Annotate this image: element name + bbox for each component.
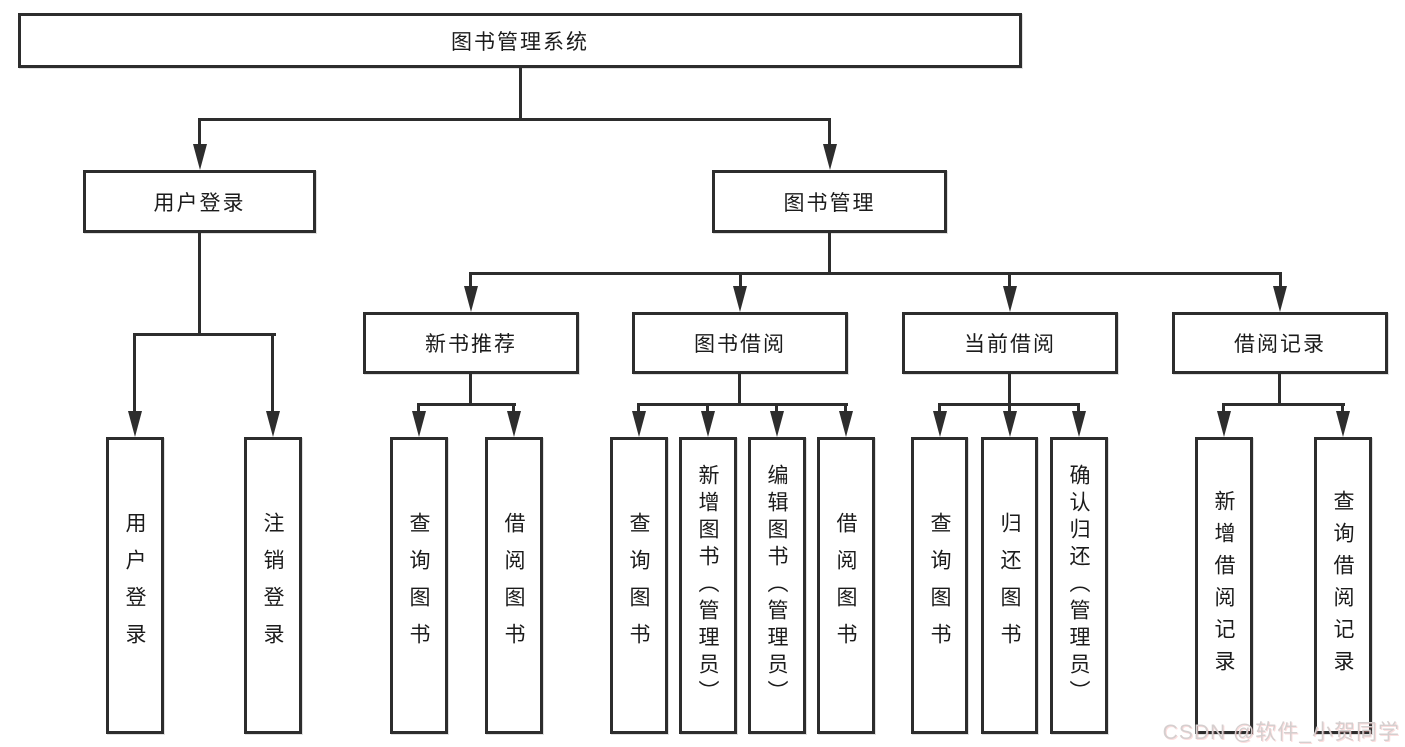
arrow-down-icon bbox=[128, 411, 142, 437]
connector-line bbox=[1341, 403, 1344, 414]
arrow-down-icon bbox=[823, 144, 837, 170]
connector-line bbox=[828, 233, 831, 272]
connector-line bbox=[775, 403, 778, 414]
arrow-down-icon bbox=[1003, 411, 1017, 437]
node-borrow-records: 借阅记录 bbox=[1172, 312, 1388, 374]
connector-line bbox=[637, 403, 640, 414]
connector-line bbox=[1008, 374, 1011, 403]
leaf-add-book-admin: 新增图书（管理员） bbox=[679, 437, 737, 734]
leaf-edit-book-admin: 编辑图书（管理员） bbox=[748, 437, 806, 734]
connector-line bbox=[938, 403, 941, 414]
connector-line bbox=[469, 272, 472, 288]
connector-line bbox=[198, 118, 201, 148]
connector-line bbox=[1222, 403, 1345, 406]
arrow-down-icon bbox=[733, 286, 747, 312]
connector-line bbox=[133, 333, 276, 336]
connector-line bbox=[1279, 272, 1282, 288]
leaf-return-book: 归还图书 bbox=[981, 437, 1038, 734]
node-current-borrow: 当前借阅 bbox=[902, 312, 1118, 374]
leaf-borrow-books-1: 借阅图书 bbox=[485, 437, 543, 734]
connector-line bbox=[706, 403, 709, 414]
node-new-book-recommend: 新书推荐 bbox=[363, 312, 579, 374]
node-user-login: 用户登录 bbox=[83, 170, 316, 233]
leaf-user-login: 用户登录 bbox=[106, 437, 164, 734]
arrow-down-icon bbox=[507, 411, 521, 437]
connector-line bbox=[844, 403, 847, 414]
connector-line bbox=[417, 403, 516, 406]
connector-line bbox=[1077, 403, 1080, 414]
arrow-down-icon bbox=[839, 411, 853, 437]
connector-line bbox=[1008, 403, 1011, 414]
connector-line bbox=[1222, 403, 1225, 414]
arrow-down-icon bbox=[193, 144, 207, 170]
node-book-management: 图书管理 bbox=[712, 170, 947, 233]
connector-line bbox=[519, 68, 522, 118]
connector-line bbox=[739, 272, 742, 288]
arrow-down-icon bbox=[701, 411, 715, 437]
node-book-borrow: 图书借阅 bbox=[632, 312, 848, 374]
leaf-query-books-2: 查询图书 bbox=[610, 437, 668, 734]
arrow-down-icon bbox=[632, 411, 646, 437]
leaf-query-borrow-record: 查询借阅记录 bbox=[1314, 437, 1372, 734]
connector-line bbox=[512, 403, 515, 414]
leaf-query-books-1: 查询图书 bbox=[390, 437, 448, 734]
connector-line bbox=[417, 403, 420, 414]
connector-line bbox=[198, 118, 831, 121]
leaf-confirm-return-admin: 确认归还（管理员） bbox=[1050, 437, 1108, 734]
arrow-down-icon bbox=[412, 411, 426, 437]
connector-line bbox=[1278, 374, 1281, 403]
connector-line bbox=[198, 233, 201, 333]
leaf-add-borrow-record: 新增借阅记录 bbox=[1195, 437, 1253, 734]
connector-line bbox=[469, 272, 1282, 275]
connector-line bbox=[738, 374, 741, 403]
arrow-down-icon bbox=[770, 411, 784, 437]
watermark: CSDN @软件_小贺同学 bbox=[1162, 721, 1400, 744]
connector-line bbox=[271, 333, 274, 413]
leaf-query-books-3: 查询图书 bbox=[911, 437, 968, 734]
leaf-logout: 注销登录 bbox=[244, 437, 302, 734]
leaf-borrow-books-2: 借阅图书 bbox=[817, 437, 875, 734]
connector-line bbox=[133, 333, 136, 413]
connector-line bbox=[637, 403, 848, 406]
arrow-down-icon bbox=[1003, 286, 1017, 312]
arrow-down-icon bbox=[1273, 286, 1287, 312]
arrow-down-icon bbox=[464, 286, 478, 312]
arrow-down-icon bbox=[933, 411, 947, 437]
arrow-down-icon bbox=[266, 411, 280, 437]
connector-line bbox=[828, 118, 831, 148]
connector-line bbox=[469, 374, 472, 403]
arrow-down-icon bbox=[1336, 411, 1350, 437]
arrow-down-icon bbox=[1217, 411, 1231, 437]
node-library-management-system: 图书管理系统 bbox=[18, 13, 1022, 68]
connector-line bbox=[1008, 272, 1011, 288]
arrow-down-icon bbox=[1072, 411, 1086, 437]
